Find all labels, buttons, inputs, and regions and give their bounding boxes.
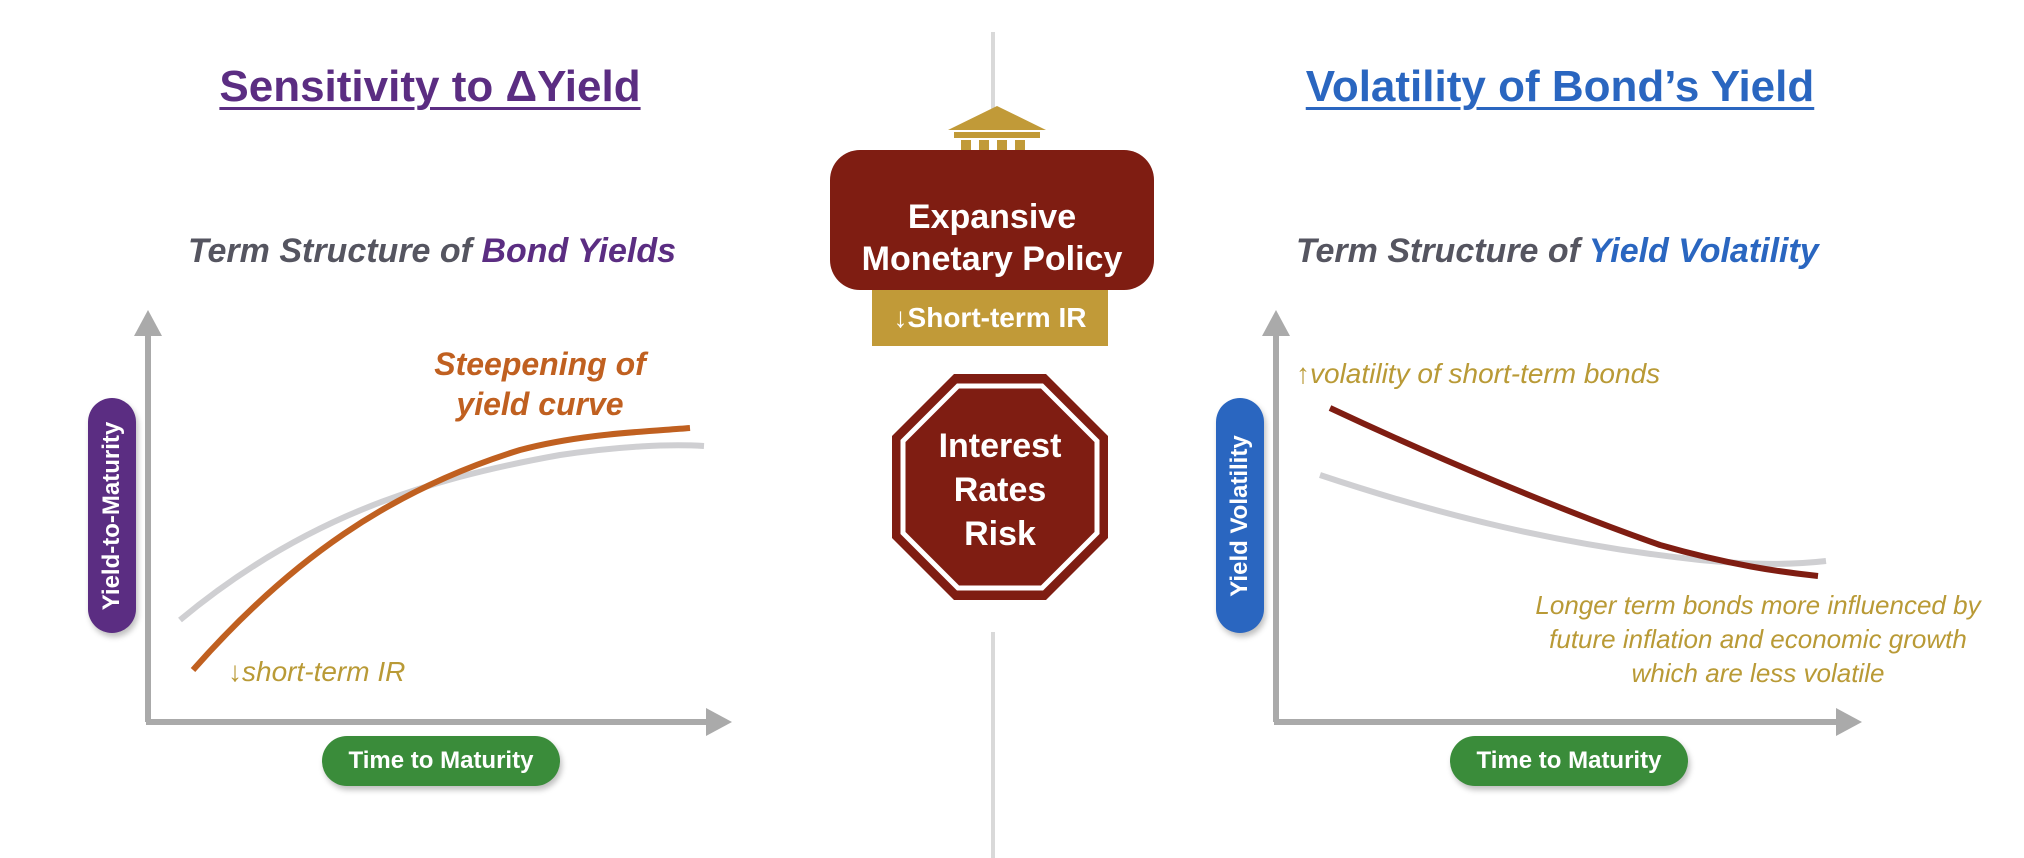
right-subtitle: Term Structure of Yield Volatility [1296, 232, 1819, 271]
left-curve-label-line2: yield curve [456, 386, 624, 422]
policy-line2: Monetary Policy [861, 240, 1123, 278]
right-note-line2: future inflation and economic growth [1549, 624, 1967, 654]
policy-sub-text: ↓Short-term IR [893, 302, 1087, 333]
left-y-axis-label-text: Yield-to-Maturity [98, 421, 125, 610]
risk-line2: Rates [953, 471, 1047, 509]
left-arrow-note-text: short-term IR [242, 656, 406, 687]
policy-sub-box [872, 290, 1108, 346]
left-y-axis-label: Yield-to-Maturity [88, 398, 136, 633]
policy-text: Expansive Monetary Policy [830, 196, 1154, 280]
right-axes [1262, 310, 1862, 736]
left-baseline-curve [178, 442, 705, 623]
left-axes [134, 310, 732, 736]
right-x-axis-label: Time to Maturity [1450, 736, 1688, 786]
down-arrow-icon: ↓ [228, 656, 242, 687]
right-explanation-note: Longer term bonds more influenced by fut… [1498, 588, 2018, 690]
policy-line1: Expansive [907, 198, 1077, 236]
left-x-axis-label: Time to Maturity [322, 736, 560, 786]
risk-line1: Interest [938, 427, 1062, 465]
risk-text: Interest Rates Risk [892, 424, 1108, 556]
right-arrow-note: ↑volatility of short-term bonds [1296, 358, 1660, 390]
right-note-line1: Longer term bonds more influenced by [1535, 590, 1981, 620]
left-steepened-curve [190, 425, 691, 672]
right-title: Volatility of Bond’s Yield [1305, 62, 1815, 111]
risk-line3: Risk [964, 515, 1036, 553]
left-title: Sensitivity to ΔYield [219, 62, 641, 111]
left-subtitle: Term Structure of Bond Yields [188, 232, 676, 271]
risk-octagon [892, 374, 1108, 600]
right-arrow-note-text: volatility of short-term bonds [1310, 358, 1661, 389]
right-subtitle-emph: Yield Volatility [1588, 232, 1819, 270]
left-subtitle-emph: Bond Yields [481, 232, 677, 270]
left-subtitle-prefix: Term Structure of [188, 232, 482, 270]
right-y-axis-label-text: Yield Volatility [1226, 434, 1253, 597]
right-y-axis-label: Yield Volatility [1216, 398, 1264, 633]
right-note-line3: which are less volatile [1631, 658, 1885, 688]
left-curve-label: Steepening of yield curve [400, 344, 680, 424]
right-volatility-curve [1328, 405, 1819, 579]
left-curve-label-line1: Steepening of [434, 346, 646, 382]
right-baseline-curve [1319, 472, 1827, 567]
right-subtitle-prefix: Term Structure of [1296, 232, 1589, 270]
policy-box [830, 150, 1154, 290]
up-arrow-icon: ↑ [1296, 358, 1310, 389]
left-arrow-note: ↓short-term IR [228, 656, 405, 688]
